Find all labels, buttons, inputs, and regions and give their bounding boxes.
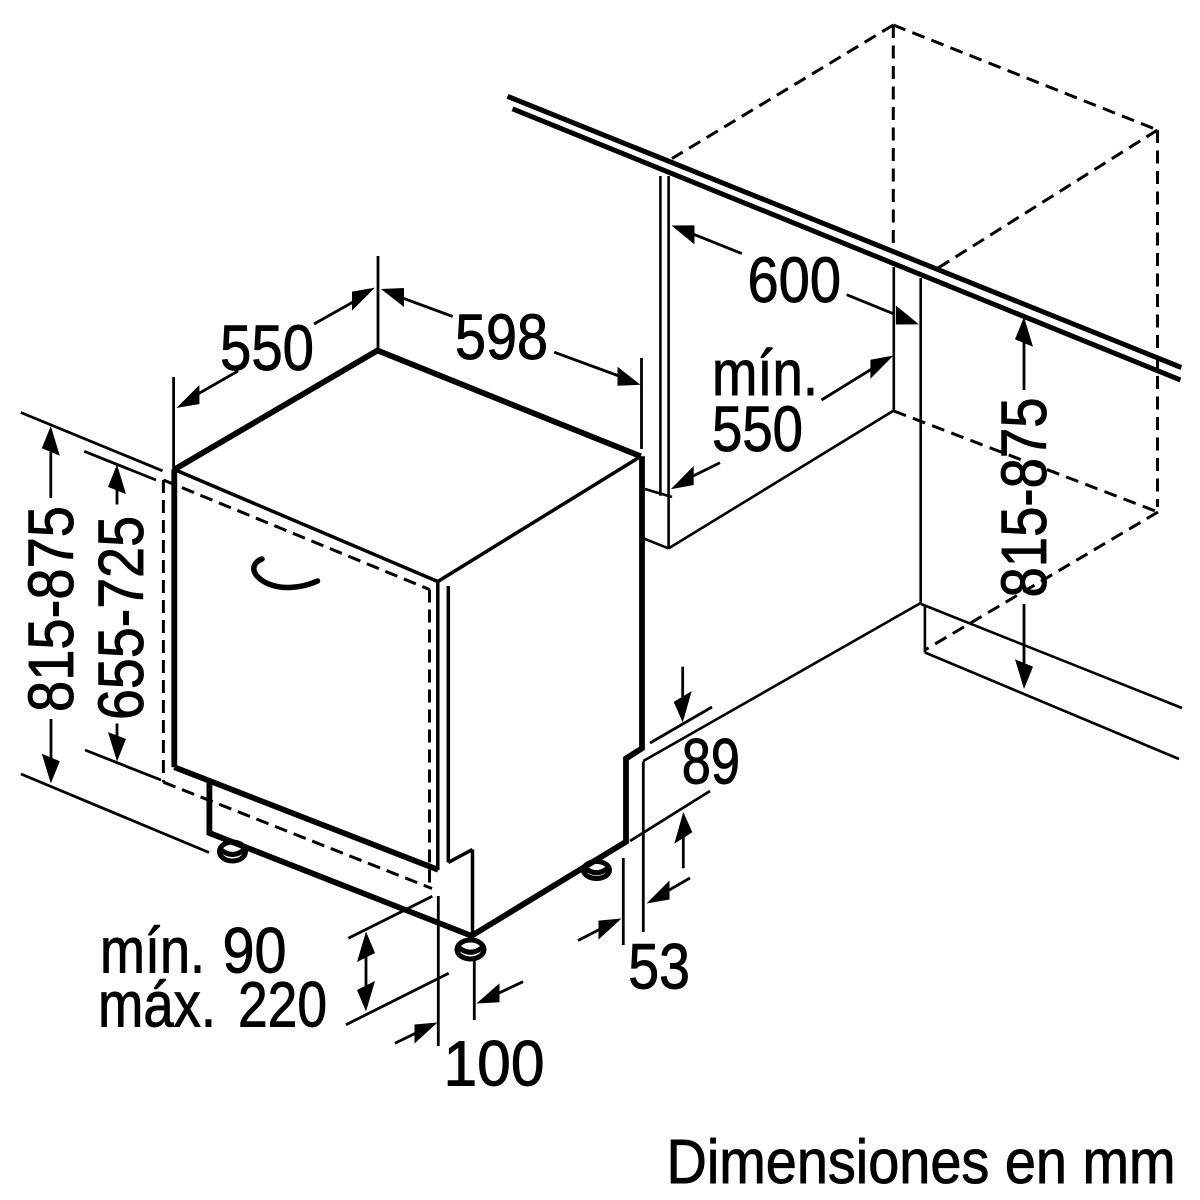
svg-text:550: 550: [220, 312, 314, 384]
svg-text:815-875: 815-875: [15, 506, 87, 712]
svg-text:815-875: 815-875: [988, 398, 1060, 598]
svg-text:220: 220: [238, 969, 327, 1041]
svg-text:598: 598: [455, 301, 548, 373]
svg-text:100: 100: [444, 1028, 545, 1100]
svg-text:550: 550: [712, 393, 803, 465]
svg-text:655-725: 655-725: [85, 516, 157, 720]
svg-text:53: 53: [628, 931, 690, 1003]
svg-text:máx.: máx.: [98, 969, 216, 1041]
svg-text:mín.: mín.: [712, 337, 818, 409]
svg-text:600: 600: [748, 244, 842, 316]
svg-text:Dimensiones en mm: Dimensiones en mm: [667, 1128, 1176, 1197]
svg-text:89: 89: [682, 726, 740, 798]
svg-text:90: 90: [223, 915, 287, 987]
svg-text:mín.: mín.: [100, 915, 205, 987]
